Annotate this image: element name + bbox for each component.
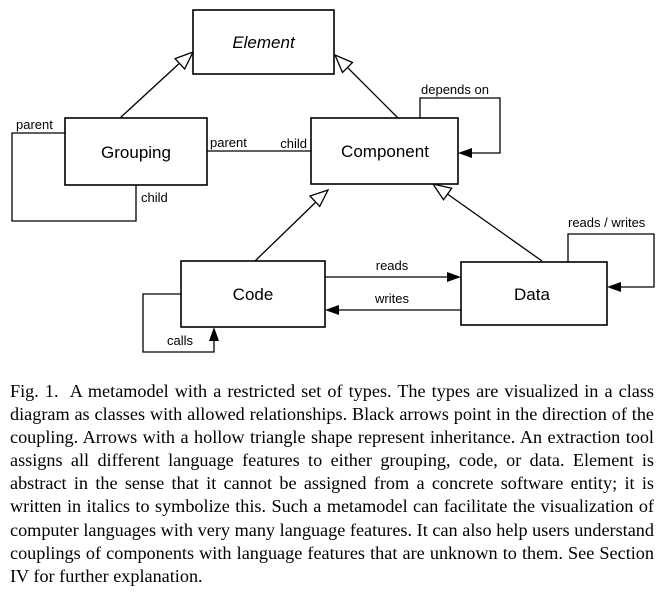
figure-caption-text: A metamodel with a restricted set of typ… xyxy=(10,381,654,586)
inheritance-line-data-component xyxy=(445,192,543,262)
figure-label: Fig. 1. xyxy=(10,381,59,401)
code-self-loop xyxy=(142,293,215,353)
writes-label: writes xyxy=(374,291,409,306)
inheritance-arrowhead-component-element xyxy=(333,53,354,74)
depends-on-label: depends on xyxy=(421,82,489,97)
element-class-label: Element xyxy=(232,33,296,52)
writes-arrowhead xyxy=(325,305,339,315)
calls-arrowhead xyxy=(209,327,219,341)
data-class-label: Data xyxy=(514,285,550,304)
component-class-label: Component xyxy=(341,142,429,161)
inheritance-line-code-component xyxy=(254,199,319,262)
grouping-class-box xyxy=(64,117,208,186)
code-class-label: Code xyxy=(233,285,274,304)
element-class-box xyxy=(192,9,335,75)
reads-arrowhead xyxy=(447,272,461,282)
data-class-box xyxy=(460,261,608,326)
reads-label: reads xyxy=(376,258,409,273)
reads-writes-label: reads / writes xyxy=(568,215,646,230)
component-self-loop xyxy=(419,97,501,154)
data-self-loop xyxy=(567,233,655,288)
inheritance-line-component-element xyxy=(343,63,399,119)
grouping-child-self-label: child xyxy=(141,190,168,205)
depends-on-arrowhead xyxy=(458,148,472,158)
grouping-parent-self-label: parent xyxy=(16,117,53,132)
code-class-box xyxy=(180,260,326,328)
inheritance-arrowhead-grouping-element xyxy=(173,50,195,71)
metamodel-class-diagram: Element Grouping Component Code Data par… xyxy=(11,9,655,353)
reads-writes-arrowhead xyxy=(607,282,621,292)
association-parent-label: parent xyxy=(210,135,247,150)
grouping-class-label: Grouping xyxy=(101,143,171,162)
association-child-label: child xyxy=(280,136,307,151)
inheritance-line-grouping-element xyxy=(119,59,184,119)
figure-caption: Fig. 1. A metamodel with a restricted se… xyxy=(10,380,654,588)
inheritance-arrowhead-code-component xyxy=(308,188,330,208)
inheritance-arrowhead-data-component xyxy=(431,182,453,201)
grouping-self-loop xyxy=(11,132,137,222)
calls-label: calls xyxy=(167,333,194,348)
component-class-box xyxy=(310,117,459,185)
